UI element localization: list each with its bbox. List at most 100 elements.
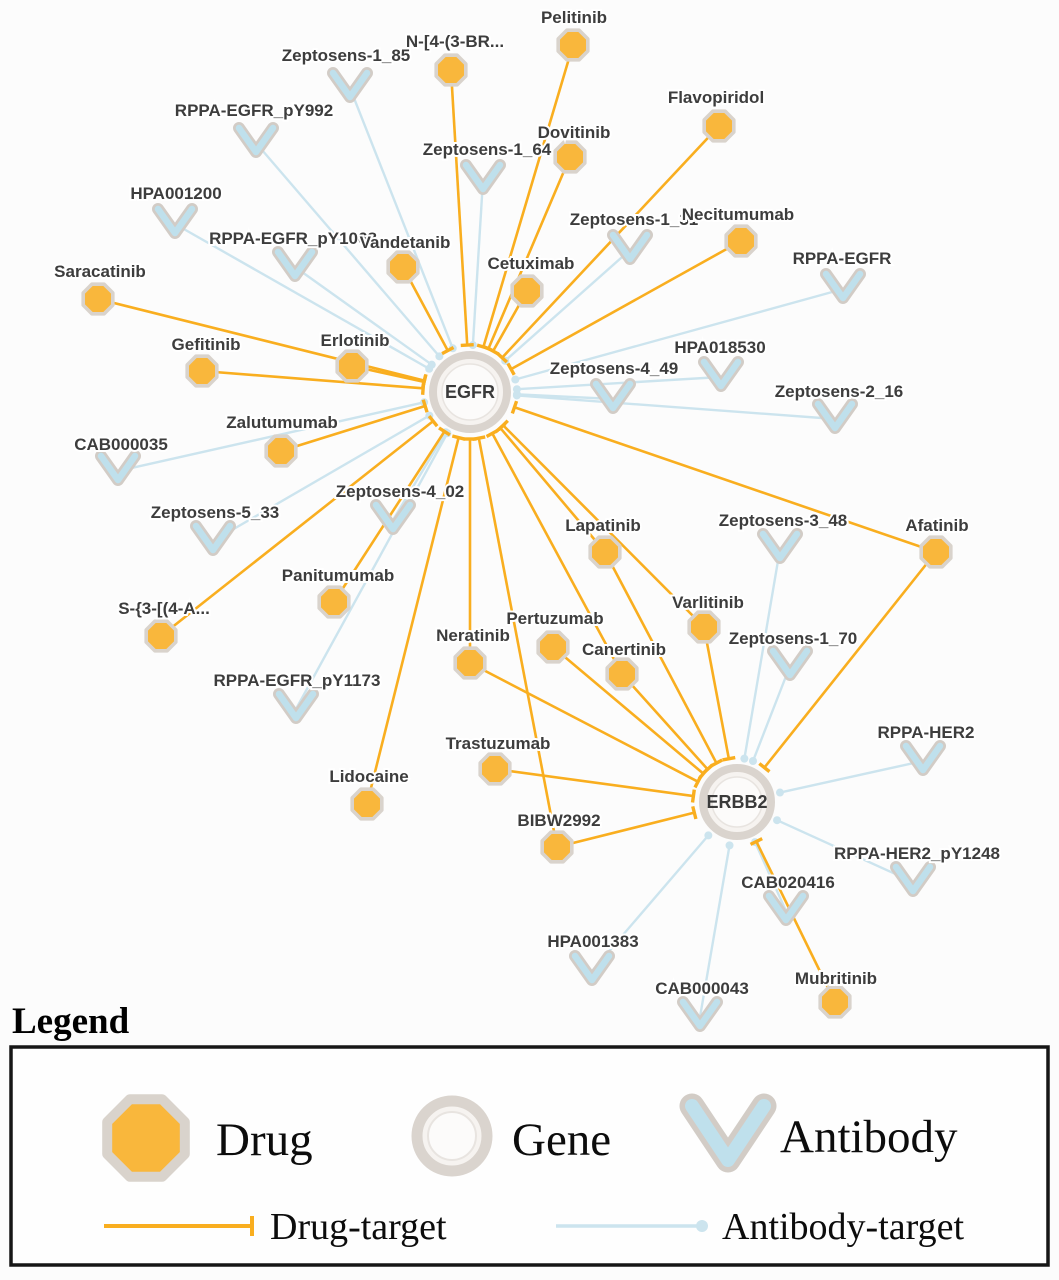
drug-node[interactable] [724,224,758,258]
edge-tee-marker [421,375,428,389]
edge-tee-marker [510,400,519,414]
drug-node[interactable] [434,53,468,87]
edge-tee-marker [496,352,509,364]
antibody-target-edge [471,179,485,346]
drug-node[interactable] [510,274,544,308]
drug-label: Trastuzumab [446,734,551,753]
drug-target-edge [514,406,937,554]
drug-node[interactable] [350,787,384,821]
drug-target-edge [160,420,434,638]
antibody-target-edge [391,431,447,521]
edge-dot-marker [512,391,521,400]
edge-dot-marker [775,788,784,797]
legend-antibody-label: Antibody [780,1111,958,1163]
drug-label: Vandetanib [360,233,451,252]
antibody-label: Zeptosens-4_02 [336,482,465,501]
legend-gene-label: Gene [512,1114,611,1166]
antibody-target-edge [516,394,836,421]
antibody-node-inner [372,501,414,533]
drug-node[interactable] [81,282,115,316]
edge-tee-marker [427,414,439,428]
edge-tee-marker [438,426,451,437]
drug-node[interactable] [702,109,736,143]
edge-tee-marker [709,758,723,768]
drug-node[interactable] [264,434,298,468]
edge-tee-marker [758,762,771,773]
drug-node[interactable] [540,830,574,864]
drug-target-edge [556,811,695,849]
drug-label: Mubritinib [795,969,877,988]
drug-target-edge [365,437,460,805]
gene-sample-inner [427,1111,477,1161]
drug-node[interactable] [536,630,570,664]
drug-label: Cetuximab [488,254,575,273]
drug-node[interactable] [818,985,852,1019]
drug-target-edge [702,626,731,760]
drug-label: S-{3-[(4-A... [118,599,210,618]
drug-node[interactable] [553,140,587,174]
edge-dot-marker [704,831,713,840]
antibody-node-inner [192,522,234,554]
legend-title: Legend [12,1001,130,1042]
antibody-label: Zeptosens-1_85 [282,46,411,65]
edge-tee-marker [506,362,516,376]
drug-target-edge [510,239,742,371]
antibody-target-edge [516,375,722,391]
antibody-label: Zeptosens-1_64 [423,140,552,159]
antibody-node-inner [759,530,801,562]
edge-tee-marker [722,755,736,762]
drug-node[interactable] [335,349,369,383]
antibody-target-edge [776,819,914,884]
antibody-label: CAB000035 [74,435,168,454]
antibody-sample-inner [685,1099,771,1167]
drug-label: Pelitinib [541,8,607,27]
antibody-node-inner [275,690,317,722]
antibody-target-edge [514,287,844,381]
drug-target-edge [494,767,694,798]
drug-sample-icon [102,1094,190,1182]
drug-target-edge [552,646,705,775]
antibody-node-inner [154,205,196,237]
drug-node[interactable] [588,535,622,569]
drug-node[interactable] [185,354,219,388]
drug-node[interactable] [386,250,420,284]
edges-layer [97,44,938,1018]
drug-node[interactable] [556,28,590,62]
drug-target-edge [487,156,572,350]
antibody-label: Zeptosens-5_33 [151,503,280,522]
drug-target-edge [755,840,837,1003]
antibody-label: RPPA-EGFR_pY1173 [214,671,381,690]
drug-node[interactable] [144,619,178,653]
antibody-target-edge [174,222,430,370]
antibody-target-edge [348,87,454,349]
drug-node[interactable] [317,585,351,619]
antibody-node-inner [571,952,613,984]
antibody-node-inner [892,863,934,895]
edge-dot-marker [427,360,436,369]
drug-target-edge [469,661,699,783]
drug-node[interactable] [605,657,639,691]
antibody-target-edge [255,142,441,358]
edge-tee-marker [691,805,698,820]
drug-target-edge [201,369,424,390]
antibody-label: RPPA-HER2 [878,723,975,742]
drug-label: Necitumumab [682,205,794,224]
edge-tee-marker [749,837,763,846]
drug-label: Panitumumab [282,566,394,585]
drug-node[interactable] [687,610,721,644]
antibody-label: HPA018530 [674,338,765,357]
drug-node[interactable] [919,535,953,569]
drug-target-edge [482,44,575,348]
antibody-target-edge [212,414,430,543]
antibody-label: Zeptosens-4_49 [550,359,679,378]
drug-node[interactable] [453,646,487,680]
gene-node-inner [441,363,499,421]
drug-node[interactable] [478,752,512,786]
antibody-label: HPA001200 [130,184,221,203]
gene-label: EGFR [445,382,495,402]
gene-node-inner [711,776,763,828]
antibody-node-inner [700,358,742,390]
antibody-target-edge [779,759,924,794]
edge-tee-marker [485,428,499,438]
